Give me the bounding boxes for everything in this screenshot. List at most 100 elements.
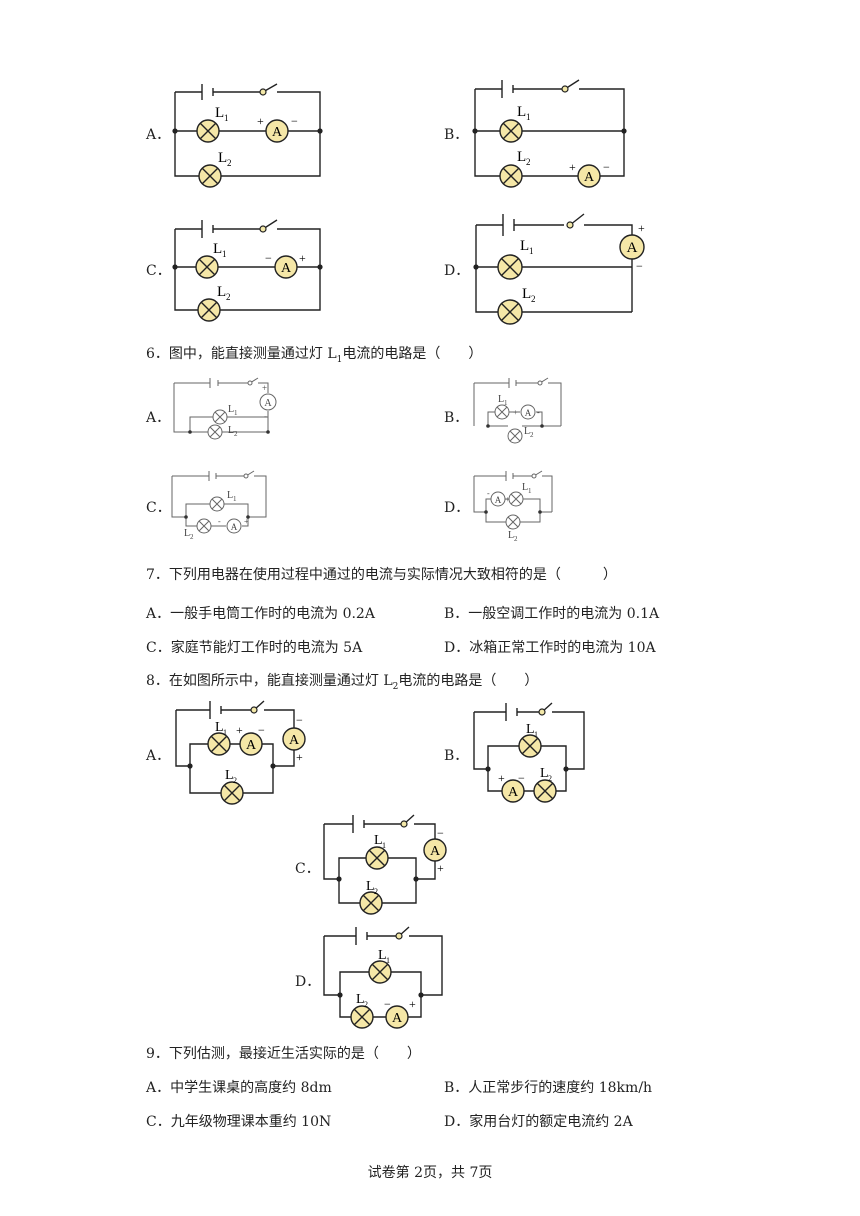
lamp-l1-icon (494, 404, 510, 420)
svg-text:2: 2 (530, 431, 534, 439)
ammeter-icon: A (520, 404, 536, 420)
svg-text:L: L (227, 490, 233, 501)
svg-text:L: L (517, 104, 526, 120)
svg-text:L: L (225, 768, 234, 783)
switch-pivot-icon (259, 88, 267, 96)
ammeter-icon: A (619, 234, 645, 260)
svg-text:A: A (392, 1011, 403, 1026)
svg-text:A: A (495, 495, 502, 505)
q7-stem: 7．下列用电器在使用过程中通过的电流与实际情况大致相符的是（ ） (146, 567, 617, 583)
q9-option-b: B．人正常步行的速度约 18km/h (444, 1080, 653, 1096)
lamp-l2-icon (197, 298, 221, 322)
svg-text:-: - (218, 517, 221, 526)
svg-text:L: L (228, 404, 234, 415)
svg-text:2: 2 (364, 1000, 368, 1009)
svg-text:+: + (638, 221, 645, 235)
q8-option-b-label: B． (444, 748, 469, 764)
ammeter-icon: A (282, 727, 306, 751)
lamp-l2-icon (207, 424, 223, 440)
q9-stem: 9．下列估测，最接近生活实际的是（ ） (146, 1046, 421, 1062)
svg-text:L: L (228, 425, 234, 436)
ammeter-icon: A (274, 255, 298, 279)
svg-text:L: L (378, 948, 387, 963)
svg-text:1: 1 (233, 495, 237, 503)
q6-stem: 6．图中，能直接测量通过灯 L1电流的电路是（ ） (146, 346, 483, 365)
svg-text:L: L (366, 879, 375, 894)
svg-text:A: A (231, 522, 238, 532)
svg-text:-: - (264, 411, 267, 421)
svg-text:L: L (508, 530, 514, 541)
svg-text:1: 1 (222, 249, 227, 259)
svg-text:+: + (569, 160, 576, 174)
lamp-l2-icon (350, 1005, 374, 1029)
lamp-l2-icon (507, 428, 523, 444)
svg-text:L: L (356, 992, 365, 1007)
q6-option-c-label: C． (146, 500, 171, 516)
svg-text:2: 2 (531, 294, 536, 304)
svg-text:+: + (513, 408, 518, 417)
ammeter-icon: A (490, 491, 506, 507)
ammeter-icon: A (423, 838, 447, 862)
lamp-l1-icon (195, 255, 219, 279)
svg-text:2: 2 (233, 776, 237, 785)
lamp-l2-icon (499, 164, 523, 188)
svg-text:−: − (296, 713, 303, 727)
svg-text:1: 1 (234, 409, 238, 417)
ammeter-icon: A (259, 393, 277, 411)
svg-text:L: L (374, 833, 383, 848)
q8-option-a-label: A． (146, 748, 171, 764)
svg-text:L: L (184, 528, 190, 539)
svg-text:1: 1 (382, 841, 386, 850)
svg-text:L: L (213, 241, 222, 257)
lamp-l2-icon (505, 514, 521, 530)
svg-text:2: 2 (374, 887, 378, 896)
svg-text:+: + (299, 251, 306, 265)
q9-option-c: C．九年级物理课本重约 10N (146, 1114, 332, 1130)
lamp-l1-icon (518, 734, 542, 758)
q6-option-d-label: D． (444, 500, 470, 516)
lamp-l1-icon (207, 732, 231, 756)
svg-text:L: L (217, 284, 226, 300)
lamp-l2-icon (533, 779, 557, 803)
q8-option-c-label: C． (295, 861, 320, 877)
svg-text:A: A (430, 844, 441, 859)
svg-text:+: + (257, 114, 264, 128)
svg-text:1: 1 (386, 956, 390, 965)
svg-text:2: 2 (234, 430, 238, 438)
ammeter-icon: A (577, 164, 601, 188)
svg-text:L: L (215, 720, 224, 735)
lamp-l1-icon (212, 409, 228, 425)
svg-text:L: L (524, 426, 530, 437)
svg-text:L: L (520, 238, 529, 254)
svg-text:2: 2 (227, 158, 232, 168)
q6-option-a-label: A． (146, 410, 171, 426)
q7-option-c: C．家庭节能灯工作时的电流为 5A (146, 640, 363, 656)
lamp-l1-icon (365, 846, 389, 870)
lamp-l1-icon (209, 496, 225, 512)
svg-text:2: 2 (548, 774, 552, 783)
q8-option-d-label: D． (295, 974, 321, 990)
svg-text:L: L (526, 722, 535, 737)
lamp-l1-icon (497, 254, 523, 280)
svg-text:+: + (236, 723, 243, 737)
svg-text:−: − (603, 160, 610, 174)
lamp-l2-icon (198, 164, 222, 188)
svg-text:2: 2 (190, 533, 194, 541)
svg-text:1: 1 (223, 728, 227, 737)
svg-text:L: L (540, 766, 549, 781)
q6-option-b-label: B． (444, 410, 469, 426)
svg-text:L: L (218, 150, 227, 166)
svg-text:2: 2 (514, 535, 518, 542)
svg-text:−: − (437, 826, 444, 840)
svg-text:A: A (264, 398, 272, 409)
lamp-l2-icon (220, 781, 244, 805)
